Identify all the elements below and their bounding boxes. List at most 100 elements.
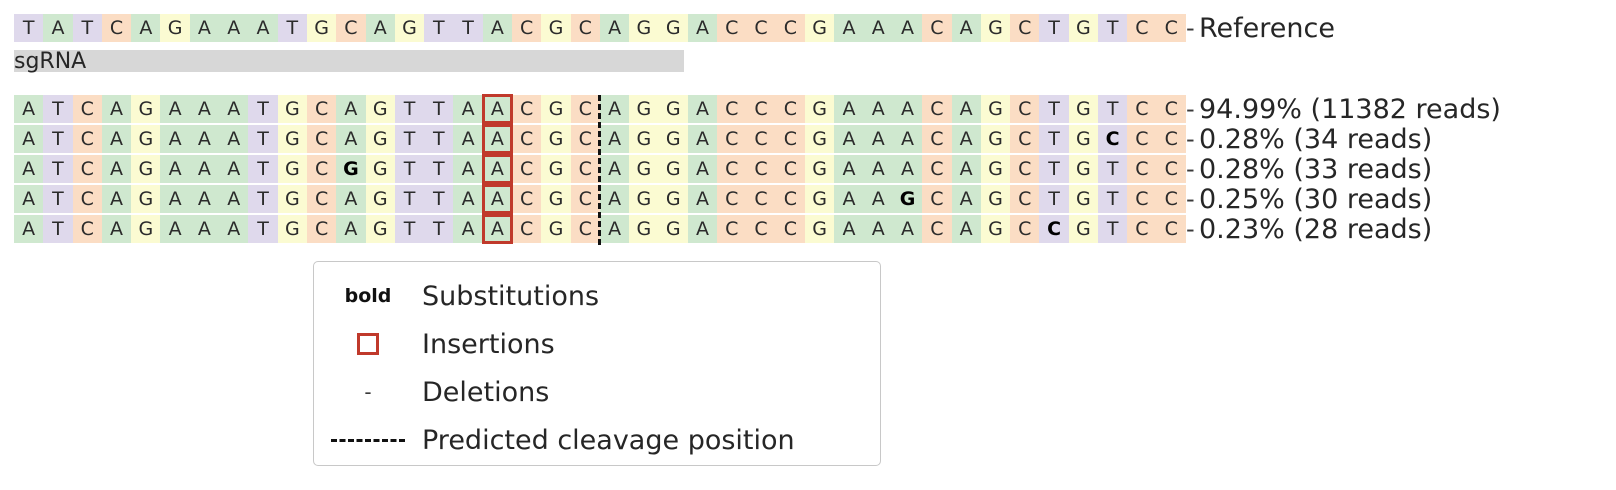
allele4-base-7: A bbox=[219, 215, 249, 243]
allele4-base-9: G bbox=[277, 215, 307, 243]
allele3-base-23: A bbox=[687, 185, 718, 213]
dashed-line-icon bbox=[331, 438, 405, 442]
allele2-base-5: A bbox=[160, 155, 190, 183]
allele2-base-38: C bbox=[1127, 155, 1157, 183]
allele0-base-29: A bbox=[863, 95, 893, 123]
allele0-base-26: C bbox=[775, 95, 806, 123]
allele2-base-21: G bbox=[629, 155, 659, 183]
allele3-base-26: C bbox=[775, 185, 806, 213]
allele3-base-9: G bbox=[277, 185, 307, 213]
allele4-base-24: C bbox=[717, 215, 747, 243]
allele2-base-39: C bbox=[1156, 155, 1186, 183]
allele1-base-20: A bbox=[599, 125, 630, 153]
allele1-base-22: G bbox=[658, 125, 688, 153]
legend-row: Insertions bbox=[314, 320, 880, 368]
legend-symbol-substitutions: bold bbox=[314, 285, 422, 307]
allele4-base-32: A bbox=[951, 215, 981, 243]
allele2-base-31: C bbox=[922, 155, 952, 183]
reference-base-5: G bbox=[160, 14, 190, 42]
allele0-base-31: C bbox=[922, 95, 952, 123]
reference-base-7: A bbox=[219, 14, 249, 42]
allele2-base-28: A bbox=[834, 155, 864, 183]
allele1-base-21: G bbox=[629, 125, 659, 153]
allele2-base-0: A bbox=[14, 155, 44, 183]
reference-base-10: G bbox=[306, 14, 337, 42]
reference-base-26: C bbox=[775, 14, 806, 42]
allele2-base-14: T bbox=[424, 155, 454, 183]
allele-row-label: -0.28% (34 reads) bbox=[1186, 124, 1432, 155]
allele1-base-33: G bbox=[980, 125, 1011, 153]
allele3-base-6: A bbox=[189, 185, 220, 213]
allele1-base-18: G bbox=[541, 125, 571, 153]
allele3-base-33: G bbox=[980, 185, 1011, 213]
allele3-base-32: A bbox=[951, 185, 981, 213]
allele2-base-25: C bbox=[746, 155, 776, 183]
allele1-base-11: A bbox=[336, 125, 366, 153]
allele3-base-10: C bbox=[306, 185, 337, 213]
allele3-base-36: G bbox=[1068, 185, 1098, 213]
allele0-base-7: A bbox=[219, 95, 249, 123]
allele-frequency-text: 94.99% (11382 reads) bbox=[1199, 93, 1501, 125]
allele2-base-36: G bbox=[1068, 155, 1098, 183]
allele1-base-24: C bbox=[717, 125, 747, 153]
reference-base-6: A bbox=[189, 14, 220, 42]
allele2-base-4: G bbox=[131, 155, 161, 183]
allele4-base-39: C bbox=[1156, 215, 1186, 243]
allele1-base-7: A bbox=[219, 125, 249, 153]
label-leading-dash: - bbox=[1186, 95, 1195, 123]
allele3-base-5: A bbox=[160, 185, 190, 213]
allele1-base-19: C bbox=[570, 125, 600, 153]
allele0-base-12: G bbox=[365, 95, 395, 123]
allele2-base-22: G bbox=[658, 155, 688, 183]
allele2-base-23: A bbox=[687, 155, 718, 183]
reference-base-19: C bbox=[570, 14, 600, 42]
reference-base-32: A bbox=[951, 14, 981, 42]
allele2-base-3: A bbox=[101, 155, 132, 183]
allele2-base-1: T bbox=[43, 155, 73, 183]
allele4-base-34: C bbox=[1010, 215, 1040, 243]
legend-symbol-cleavage bbox=[314, 438, 422, 442]
reference-base-18: G bbox=[541, 14, 571, 42]
label-leading-dash: - bbox=[1186, 185, 1195, 213]
allele0-base-3: A bbox=[101, 95, 132, 123]
allele1-base-14: T bbox=[424, 125, 454, 153]
allele4-base-5: A bbox=[160, 215, 190, 243]
allele1-base-27: G bbox=[805, 125, 835, 153]
allele4-base-17: C bbox=[512, 215, 542, 243]
reference-base-15: T bbox=[453, 14, 483, 42]
allele0-base-16: A bbox=[481, 94, 514, 124]
allele4-base-2: C bbox=[72, 215, 102, 243]
allele3-base-25: C bbox=[746, 185, 776, 213]
allele0-base-13: T bbox=[394, 95, 425, 123]
bold-text-icon: bold bbox=[344, 285, 392, 307]
allele1-base-32: A bbox=[951, 125, 981, 153]
allele0-base-17: C bbox=[512, 95, 542, 123]
allele4-base-33: G bbox=[980, 215, 1011, 243]
allele3-base-0: A bbox=[14, 185, 44, 213]
allele1-base-29: A bbox=[863, 125, 893, 153]
allele0-base-28: A bbox=[834, 95, 864, 123]
allele3-base-14: T bbox=[424, 185, 454, 213]
allele0-base-36: G bbox=[1068, 95, 1098, 123]
allele1-base-2: C bbox=[72, 125, 102, 153]
allele2-base-11: G bbox=[336, 155, 366, 183]
allele1-base-23: A bbox=[687, 125, 718, 153]
allele4-base-28: A bbox=[834, 215, 864, 243]
allele4-base-14: T bbox=[424, 215, 454, 243]
allele1-base-13: T bbox=[394, 125, 425, 153]
allele4-base-13: T bbox=[394, 215, 425, 243]
dash-icon: - bbox=[364, 380, 372, 404]
allele1-base-4: G bbox=[131, 125, 161, 153]
allele1-base-39: C bbox=[1156, 125, 1186, 153]
allele3-base-18: G bbox=[541, 185, 571, 213]
red-square-icon bbox=[357, 333, 379, 355]
allele3-base-31: C bbox=[922, 185, 952, 213]
allele0-base-20: A bbox=[599, 95, 630, 123]
allele4-base-21: G bbox=[629, 215, 659, 243]
allele0-base-18: G bbox=[541, 95, 571, 123]
allele4-base-35: C bbox=[1039, 215, 1069, 243]
allele2-base-26: C bbox=[775, 155, 806, 183]
reference-base-24: C bbox=[717, 14, 747, 42]
